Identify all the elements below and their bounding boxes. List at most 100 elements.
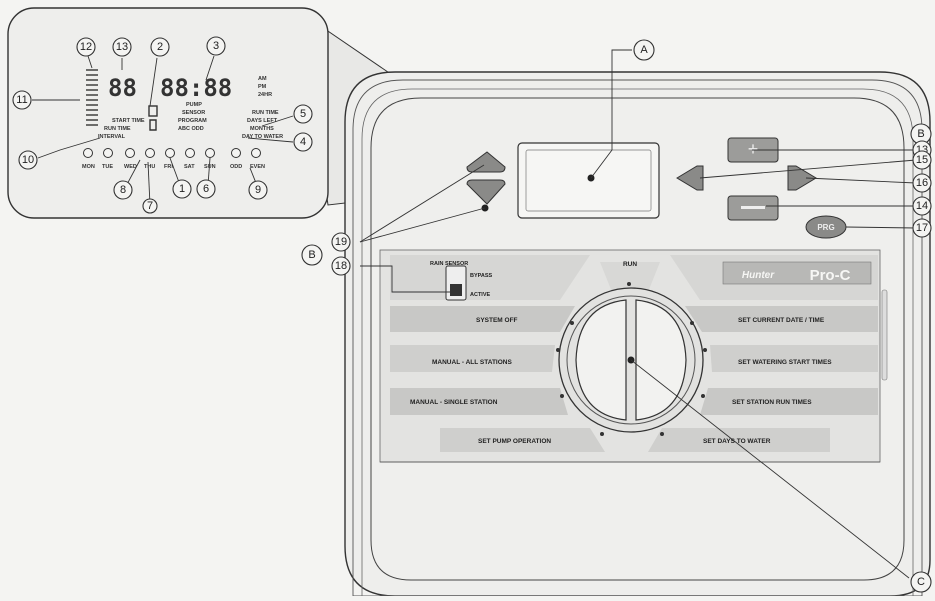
lcd-program: PROGRAM (178, 118, 207, 124)
lcd-day-even: EVEN (250, 164, 265, 170)
callout-5: 5 (293, 104, 313, 124)
brand-plate: Hunter Pro-C (722, 261, 872, 285)
callout-7: 7 (142, 198, 158, 214)
callout-18: 18 (331, 256, 351, 276)
lcd-start-time: START TIME (112, 118, 145, 124)
lcd-day-odd: ODD (230, 164, 242, 170)
callout-9: 9 (248, 180, 268, 200)
callout-15: 15 (912, 150, 932, 170)
lcd-run-time: RUN TIME (104, 126, 131, 132)
rain-sensor-bypass: BYPASS (470, 273, 493, 279)
rain-sensor-active: ACTIVE (470, 292, 491, 298)
callout-6: 6 (196, 179, 216, 199)
station-down-button[interactable] (466, 179, 506, 212)
plus-icon: + (748, 139, 759, 159)
lcd-am: AM (258, 76, 267, 82)
svg-text:9: 9 (255, 184, 261, 196)
svg-text:2: 2 (157, 41, 163, 53)
callout-8: 8 (113, 180, 133, 200)
lcd-digits-left: 88 (108, 74, 137, 102)
svg-text:12: 12 (80, 41, 92, 53)
callout-10: 10 (18, 150, 38, 170)
callout-11: 11 (12, 90, 32, 110)
lcd-drop-icons (83, 148, 261, 158)
svg-text:A: A (640, 44, 648, 56)
callout-14: 14 (912, 196, 932, 216)
svg-text:17: 17 (916, 222, 928, 234)
minus-icon (741, 206, 765, 209)
callout-A: A (633, 39, 655, 61)
station-up-button[interactable] (466, 151, 506, 173)
svg-text:B: B (308, 249, 315, 261)
svg-text:16: 16 (916, 177, 928, 189)
lcd-bar-graph (86, 69, 98, 126)
lcd-display (517, 142, 660, 219)
svg-text:18: 18 (335, 260, 347, 272)
lcd-day-fri: FRI (164, 164, 173, 170)
lcd-day-sun: SUN (204, 164, 216, 170)
dial-run-label: RUN (623, 261, 637, 268)
svg-text:C: C (917, 576, 925, 588)
svg-text:1: 1 (179, 183, 185, 195)
svg-text:7: 7 (147, 200, 153, 212)
svg-text:5: 5 (300, 108, 306, 120)
lcd-day-wed: WED (124, 164, 137, 170)
dial-manual-single: MANUAL - SINGLE STATION (410, 399, 498, 406)
lcd-pm: PM (258, 84, 267, 90)
svg-text:10: 10 (22, 154, 34, 166)
side-slot (881, 289, 888, 381)
dial-set-date-time: SET CURRENT DATE / TIME (738, 317, 825, 324)
callout-12: 12 (76, 37, 96, 57)
lcd-day-mon: MON (82, 164, 95, 170)
dial-set-pump: SET PUMP OPERATION (478, 438, 551, 445)
lcd-days-left: DAYS LEFT (247, 118, 278, 124)
callout-1: 1 (172, 179, 192, 199)
forward-arrow-button[interactable] (787, 165, 817, 191)
svg-text:B: B (917, 128, 924, 140)
lcd-detail-panel: 88 88:88 AM PM 24HR START TIME RUN TIME … (7, 7, 329, 219)
dial-set-days: SET DAYS TO WATER (703, 438, 771, 445)
dial-position-dots (556, 282, 707, 436)
callout-16: 16 (912, 173, 932, 193)
svg-text:6: 6 (203, 183, 209, 195)
lcd-day-tue: TUE (102, 164, 113, 170)
lcd-right-run-time: RUN TIME (252, 110, 279, 116)
lcd-day-to-water: DAY TO WATER (242, 134, 283, 140)
dial-manual-all: MANUAL - ALL STATIONS (432, 359, 512, 366)
lcd-months: MONTHS (250, 126, 274, 132)
rain-sensor-switch[interactable] (445, 265, 467, 301)
callout-19: 19 (331, 232, 351, 252)
callout-2: 2 (150, 37, 170, 57)
lcd-sensor: SENSOR (182, 110, 205, 116)
svg-text:4: 4 (300, 136, 306, 148)
dial-set-start-times: SET WATERING START TIMES (738, 359, 832, 366)
faucet-icon (148, 105, 158, 131)
callout-13-lcd: 13 (112, 37, 132, 57)
callout-3: 3 (206, 36, 226, 56)
callout-C: C (910, 571, 932, 593)
svg-text:3: 3 (213, 40, 219, 52)
svg-text:PRG: PRG (817, 223, 834, 232)
callout-17: 17 (912, 218, 932, 238)
svg-text:14: 14 (916, 200, 928, 212)
brand-model: Pro-C (810, 267, 851, 284)
brand-maker: Hunter (742, 270, 775, 281)
callout-4: 4 (293, 132, 313, 152)
dial-system-off: SYSTEM OFF (476, 317, 518, 324)
svg-text:15: 15 (916, 154, 928, 166)
lcd-day-thu: THU (144, 164, 155, 170)
lcd-abc-odd: ABC ODD (178, 126, 204, 132)
lcd-24hr: 24HR (258, 92, 272, 98)
lcd-digits-right: 88:88 (160, 74, 232, 102)
minus-button[interactable] (727, 195, 779, 221)
lcd-day-sat: SAT (184, 164, 195, 170)
prg-button[interactable]: PRG (805, 215, 847, 239)
svg-text:19: 19 (335, 236, 347, 248)
lcd-pump: PUMP (186, 102, 202, 108)
svg-text:11: 11 (16, 94, 27, 106)
svg-text:8: 8 (120, 184, 126, 196)
rain-sensor-title: RAIN SENSOR (430, 261, 468, 267)
lcd-interval: INTERVAL (98, 134, 126, 140)
callout-B-left: B (301, 244, 323, 266)
